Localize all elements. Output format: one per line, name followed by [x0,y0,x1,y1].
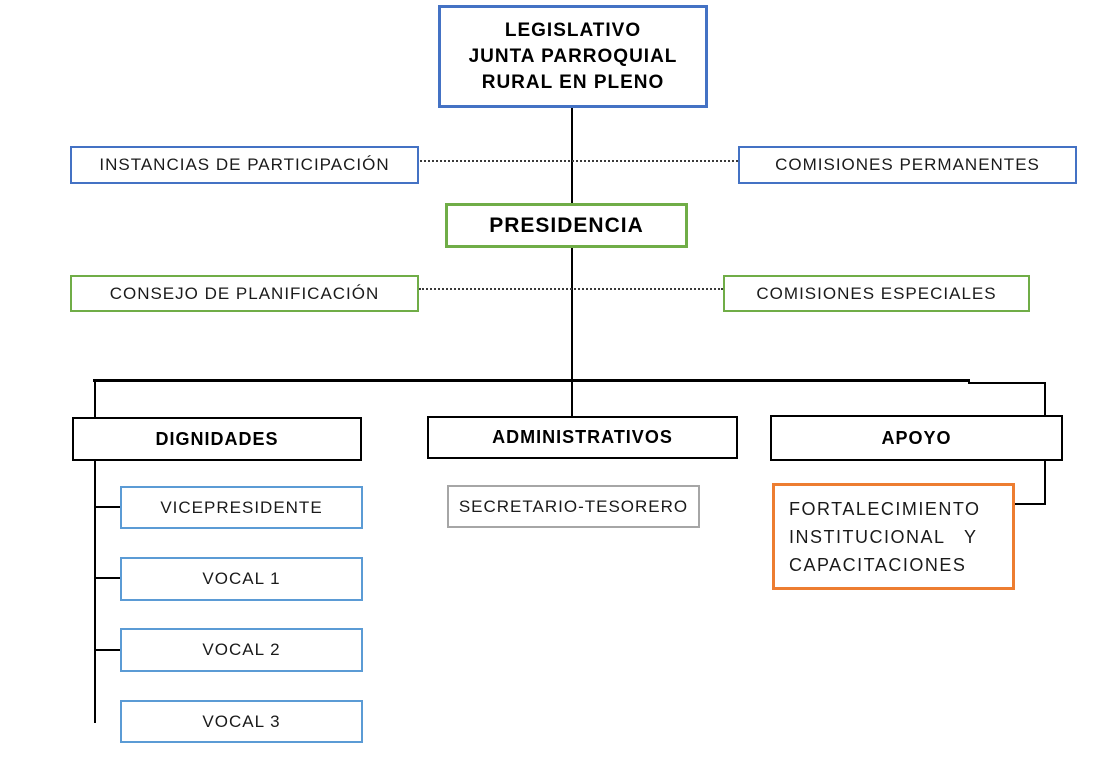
node-administrativos: ADMINISTRATIVOS [427,416,738,459]
connector-apoyo-drop [1044,382,1046,415]
connector-stub-vocal1 [94,577,120,579]
connector-main-horizontal-extension [968,382,1046,384]
node-comisiones-especiales: COMISIONES ESPECIALES [723,275,1030,312]
dotted-connector-instancias-comisiones [420,160,738,162]
connector-dignidades-drop [94,380,96,417]
connector-dignidades-spine [94,461,96,723]
node-consejo-de-planificacion: CONSEJO DE PLANIFICACIÓN [70,275,419,312]
connector-stub-vocal2 [94,649,120,651]
node-instancias-de-participacion: INSTANCIAS DE PARTICIPACIÓN [70,146,419,184]
connector-legislativo-presidencia [571,108,573,203]
node-vocal-3: VOCAL 3 [120,700,363,743]
node-vicepresidente: VICEPRESIDENTE [120,486,363,529]
connector-main-horizontal [93,379,970,382]
connector-apoyo-fortalecimiento-vertical [1044,461,1046,505]
connector-presidencia-main [571,248,573,416]
connector-stub-vicepresidente [94,506,120,508]
node-secretario-tesorero: SECRETARIO-TESORERO [447,485,700,528]
node-vocal-1: VOCAL 1 [120,557,363,601]
node-vocal-2: VOCAL 2 [120,628,363,672]
node-dignidades: DIGNIDADES [72,417,362,461]
node-presidencia: PRESIDENCIA [445,203,688,248]
connector-apoyo-fortalecimiento-stub [1015,503,1046,505]
node-comisiones-permanentes: COMISIONES PERMANENTES [738,146,1077,184]
node-fortalecimiento-institucional: FORTALECIMIENTO INSTITUCIONAL Y CAPACITA… [772,483,1015,590]
dotted-connector-consejo-comisiones [419,288,723,290]
node-legislativo-junta-parroquial: LEGISLATIVO JUNTA PARROQUIAL RURAL EN PL… [438,5,708,108]
node-apoyo: APOYO [770,415,1063,461]
